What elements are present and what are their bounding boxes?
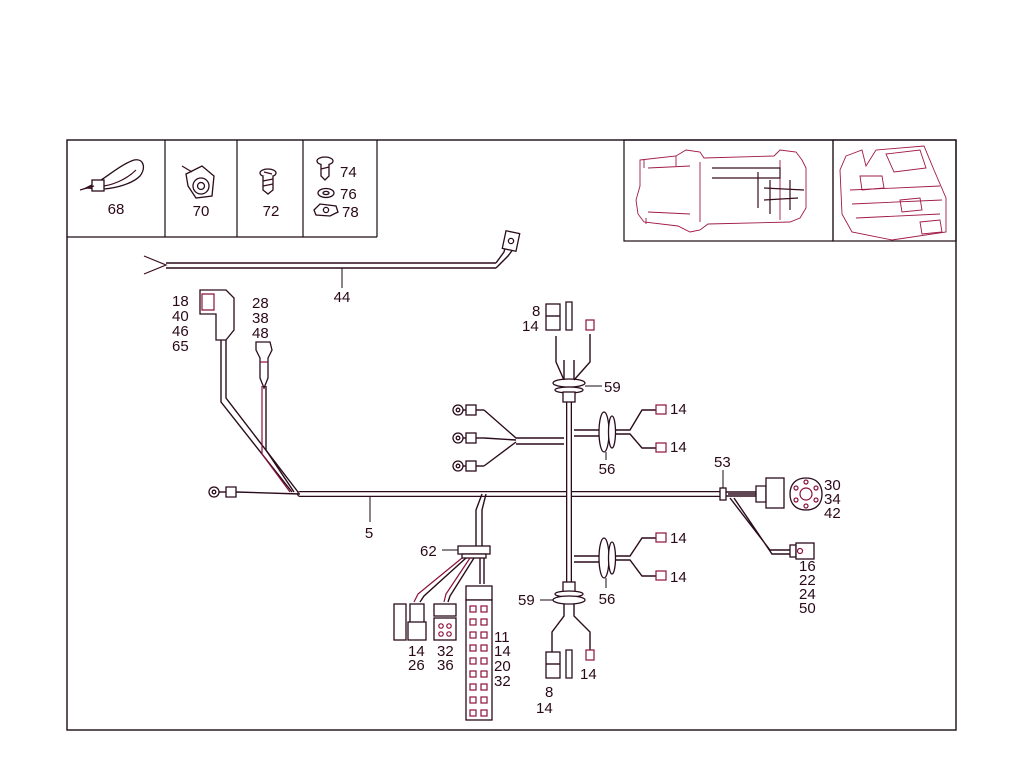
svg-text:65: 65	[172, 338, 189, 355]
svg-text:32: 32	[494, 673, 511, 690]
callout-group-11: 11 14 20 32	[494, 629, 511, 690]
svg-text:50: 50	[799, 600, 816, 617]
tile-label-70: 70	[193, 203, 210, 220]
callout-56-top: 56	[599, 461, 616, 478]
eyelet-cluster-left	[452, 404, 564, 472]
callout-group-28: 28 38 48	[252, 295, 269, 342]
svg-text:8: 8	[532, 303, 540, 320]
svg-text:36: 36	[437, 657, 454, 674]
grommet-56-upper	[574, 404, 667, 453]
callout-59-top: 59	[604, 379, 621, 396]
callout-group-8-bot: 8 14	[536, 684, 553, 717]
clip-icon	[181, 165, 215, 199]
callout-group-16: 16 22 24 50	[799, 558, 816, 617]
svg-text:48: 48	[252, 325, 269, 342]
callout-group-8-top: 8 14	[522, 303, 540, 335]
main-harness-trunk	[208, 486, 762, 498]
svg-text:22: 22	[799, 572, 816, 589]
svg-text:24: 24	[799, 586, 816, 603]
callout-62: 62	[420, 543, 437, 560]
connector-branch-18	[199, 289, 299, 493]
svg-text:18: 18	[172, 293, 189, 310]
callout-14-e: 14	[580, 666, 597, 683]
right-branch-53	[719, 470, 823, 560]
svg-text:32: 32	[437, 643, 454, 660]
legend-tiles	[67, 140, 378, 238]
diagram-frame	[66, 139, 957, 731]
callout-59-bot: 59	[518, 592, 535, 609]
vehicle-top-view-sketch	[623, 139, 834, 242]
svg-text:8: 8	[545, 684, 553, 701]
nut-icon	[313, 203, 339, 217]
svg-text:30: 30	[824, 477, 841, 494]
tile-label-68: 68	[108, 201, 125, 218]
svg-text:38: 38	[252, 310, 269, 327]
rod-part-44	[143, 229, 521, 275]
callout-group-30: 30 34 42	[824, 477, 841, 522]
tile-label-78: 78	[342, 204, 359, 221]
svg-text:42: 42	[824, 505, 841, 522]
callout-14-c: 14	[670, 530, 687, 547]
svg-text:26: 26	[408, 657, 425, 674]
svg-text:40: 40	[172, 308, 189, 325]
connector-branch-28	[255, 341, 295, 493]
svg-text:28: 28	[252, 295, 269, 312]
bolt-icon	[316, 156, 334, 181]
svg-text:20: 20	[494, 658, 511, 675]
vertical-harness-trunk	[563, 360, 575, 593]
screw-icon	[259, 168, 277, 195]
svg-text:14: 14	[408, 643, 425, 660]
svg-text:14: 14	[536, 700, 553, 717]
tile-label-72: 72	[263, 203, 280, 220]
callout-14-b: 14	[670, 439, 687, 456]
grommet-56-lower	[574, 532, 667, 581]
callout-56-bot: 56	[599, 591, 616, 608]
callout-44: 44	[334, 289, 351, 306]
vehicle-rear-view-sketch	[832, 139, 957, 242]
callout-group-32-36: 32 36	[437, 643, 454, 674]
callout-5: 5	[365, 525, 373, 542]
svg-text:34: 34	[824, 491, 841, 508]
callout-14-a: 14	[670, 401, 687, 418]
bottom-branch-59	[545, 581, 595, 679]
top-branch-59	[545, 301, 595, 403]
fuse-block-pins	[469, 605, 488, 717]
lower-left-branch-62	[393, 493, 493, 721]
callout-14-d: 14	[670, 569, 687, 586]
svg-text:14: 14	[494, 643, 511, 660]
tile-label-76: 76	[340, 186, 357, 203]
tile-label-74: 74	[340, 164, 357, 181]
callout-group-14-26: 14 26	[408, 643, 425, 674]
svg-text:14: 14	[522, 318, 539, 335]
callout-group-18: 18 40 46 65	[172, 293, 189, 355]
svg-text:16: 16	[799, 558, 816, 575]
callout-53: 53	[714, 454, 731, 471]
svg-text:11: 11	[494, 629, 510, 646]
cable-tie-icon	[79, 159, 145, 192]
washer-icon	[317, 187, 335, 199]
svg-text:46: 46	[172, 323, 189, 340]
